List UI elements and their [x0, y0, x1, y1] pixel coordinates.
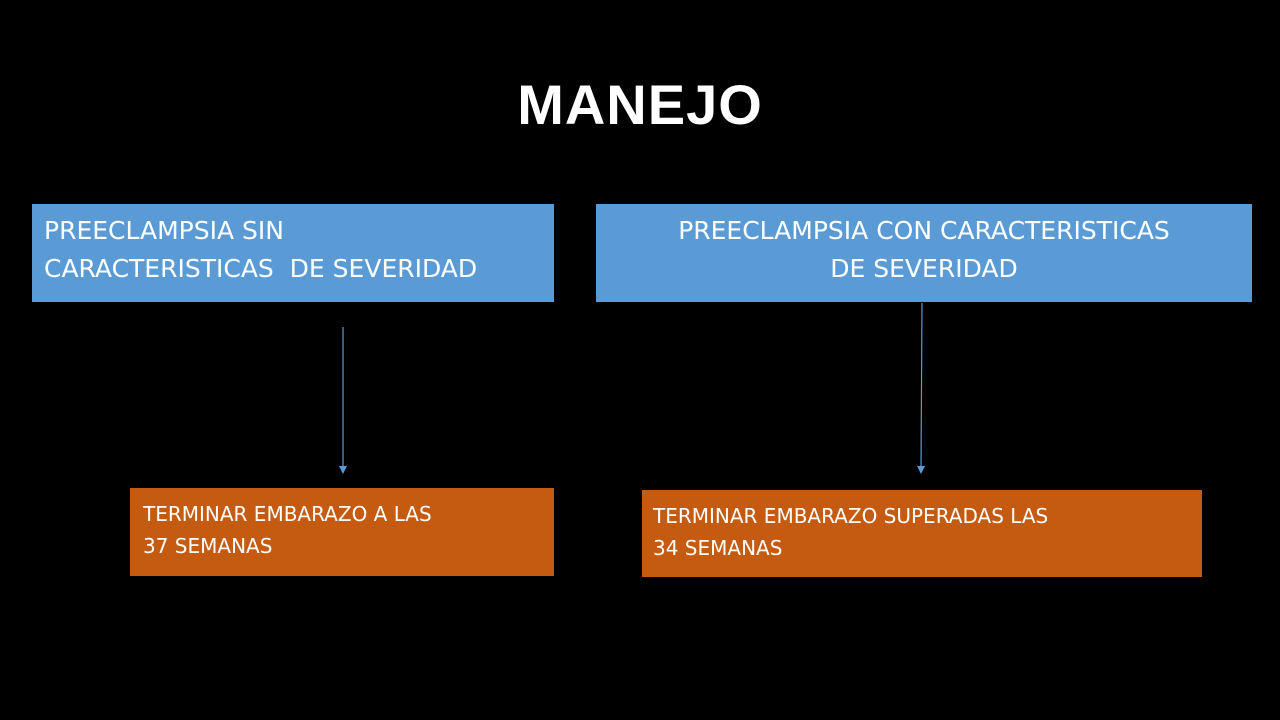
category-box-line: PREECLAMPSIA SIN: [44, 216, 284, 245]
category-box-sin-severidad: PREECLAMPSIA SIN CARACTERISTICAS DE SEVE…: [32, 204, 554, 302]
category-box-line: CARACTERISTICAS DE SEVERIDAD: [44, 254, 478, 283]
category-box-con-severidad: PREECLAMPSIA CON CARACTERISTICAS DE SEVE…: [596, 204, 1252, 302]
slide-title: MANEJO: [517, 73, 763, 136]
category-box-line: PREECLAMPSIA CON CARACTERISTICAS: [678, 216, 1170, 245]
action-box-line: TERMINAR EMBARAZO A LAS: [143, 502, 432, 526]
arrow-con-to-34: [917, 302, 926, 474]
action-box-line: TERMINAR EMBARAZO SUPERADAS LAS: [653, 504, 1049, 528]
category-box-line: DE SEVERIDAD: [830, 254, 1018, 283]
action-box-37-semanas: TERMINAR EMBARAZO A LAS 37 SEMANAS: [130, 488, 554, 576]
action-box-line: 34 SEMANAS: [653, 536, 783, 560]
action-box-34-semanas: TERMINAR EMBARAZO SUPERADAS LAS 34 SEMAN…: [642, 490, 1202, 577]
action-box-line: 37 SEMANAS: [143, 534, 273, 558]
